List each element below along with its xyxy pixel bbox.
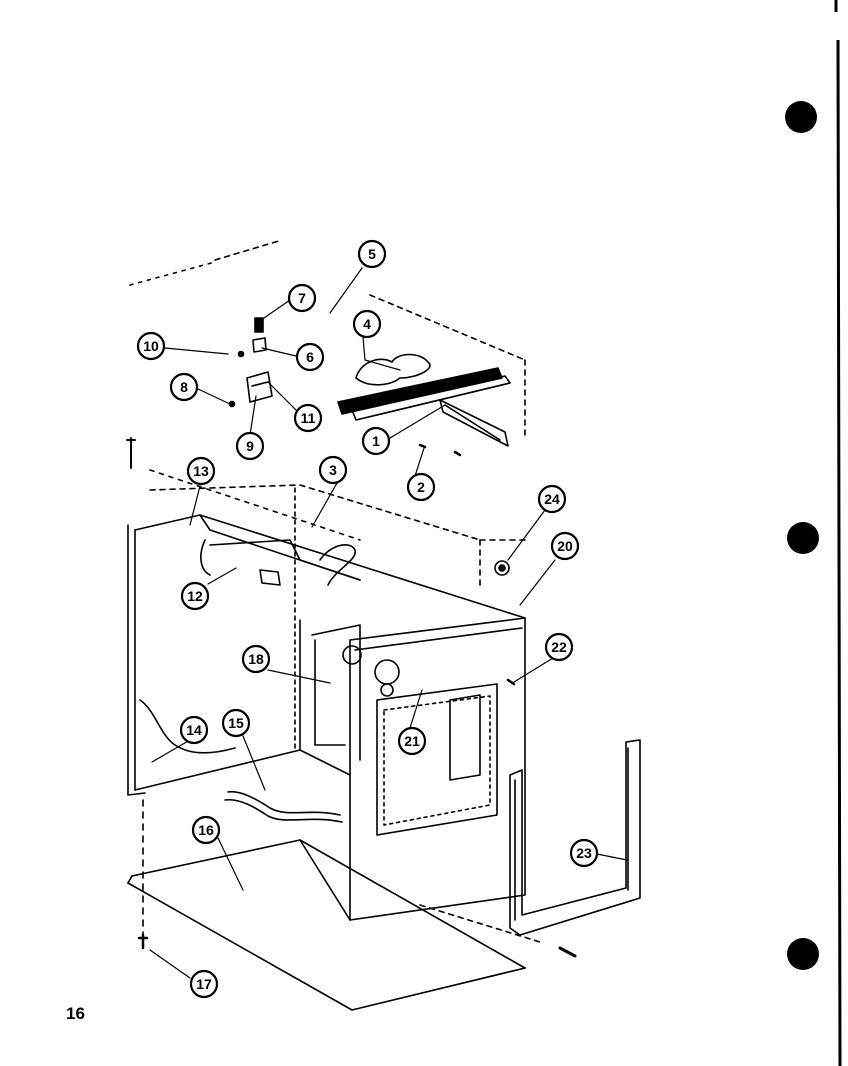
front-panel bbox=[342, 617, 526, 921]
callout-21: 21 bbox=[397, 726, 427, 756]
callout-label: 6 bbox=[306, 349, 314, 365]
callout-label: 17 bbox=[196, 976, 212, 992]
callout-15: 15 bbox=[221, 708, 251, 738]
callout-2: 2 bbox=[406, 472, 436, 502]
screw-22 bbox=[506, 678, 516, 686]
callout-label: 15 bbox=[228, 715, 244, 731]
callout-5: 5 bbox=[357, 239, 387, 269]
wire-harness-inner bbox=[224, 798, 343, 823]
callout-label: 8 bbox=[180, 379, 188, 395]
callout-17: 17 bbox=[189, 969, 219, 999]
cabinet-body bbox=[127, 484, 526, 796]
callout-label: 24 bbox=[544, 491, 560, 507]
top-cover bbox=[129, 239, 526, 541]
callout-24: 24 bbox=[537, 484, 567, 514]
callout-label: 14 bbox=[186, 722, 202, 738]
wire-harness bbox=[227, 790, 341, 816]
callout-6: 6 bbox=[295, 342, 325, 372]
callouts: 1 2 3 4 5 6 7 8 9 10 11 12 13 14 15 16 1… bbox=[136, 239, 599, 999]
callout-12: 12 bbox=[180, 581, 210, 611]
left-hose bbox=[139, 699, 236, 754]
callout-23: 23 bbox=[569, 838, 599, 868]
binder-hole-top bbox=[785, 101, 817, 133]
callout-label: 22 bbox=[551, 639, 567, 655]
callout-3: 3 bbox=[318, 455, 348, 485]
page-number: 16 bbox=[66, 1004, 85, 1023]
callout-13: 13 bbox=[186, 456, 216, 486]
callout-label: 2 bbox=[417, 479, 425, 495]
fan-housing bbox=[200, 539, 281, 586]
callout-label: 23 bbox=[576, 845, 592, 861]
binder-hole-middle bbox=[787, 522, 819, 554]
callout-label: 18 bbox=[248, 651, 264, 667]
control-panel-strip bbox=[337, 367, 511, 447]
callout-label: 3 bbox=[329, 462, 337, 478]
callout-label: 11 bbox=[301, 410, 316, 426]
callout-label: 13 bbox=[193, 463, 209, 479]
callout-4: 4 bbox=[352, 309, 382, 339]
callout-label: 21 bbox=[404, 733, 420, 749]
callout-7: 7 bbox=[287, 283, 317, 313]
thermostat-assembly bbox=[228, 317, 273, 408]
callout-label: 5 bbox=[368, 246, 376, 262]
wire-loop bbox=[319, 544, 356, 586]
screw-2 bbox=[418, 443, 462, 457]
callout-1: 1 bbox=[361, 426, 391, 456]
callout-label: 10 bbox=[143, 338, 159, 354]
callout-label: 16 bbox=[198, 822, 214, 838]
callout-14: 14 bbox=[179, 715, 209, 745]
insulation-blob bbox=[355, 353, 431, 386]
inner-cavity bbox=[299, 619, 481, 781]
callout-9: 9 bbox=[235, 431, 265, 461]
left-screw bbox=[126, 437, 136, 469]
leader-lines bbox=[149, 267, 628, 979]
binder-hole-bottom bbox=[787, 938, 819, 970]
callout-22: 22 bbox=[544, 632, 574, 662]
callout-20: 20 bbox=[550, 531, 580, 561]
callout-11: 11 bbox=[293, 403, 323, 433]
bottom-plate bbox=[127, 839, 526, 1011]
side-bracket bbox=[419, 739, 641, 958]
page-edge bbox=[834, 0, 842, 1066]
callout-16: 16 bbox=[191, 815, 221, 845]
callout-18: 18 bbox=[241, 644, 271, 674]
callout-10: 10 bbox=[136, 331, 166, 361]
knob bbox=[494, 560, 510, 576]
callout-label: 9 bbox=[246, 438, 254, 454]
bottom-screw bbox=[137, 933, 149, 950]
callout-8: 8 bbox=[169, 372, 199, 402]
callout-label: 1 bbox=[372, 433, 380, 449]
callout-label: 4 bbox=[363, 316, 371, 332]
callout-label: 12 bbox=[187, 588, 203, 604]
callout-label: 20 bbox=[557, 538, 573, 554]
callout-label: 7 bbox=[298, 290, 306, 306]
